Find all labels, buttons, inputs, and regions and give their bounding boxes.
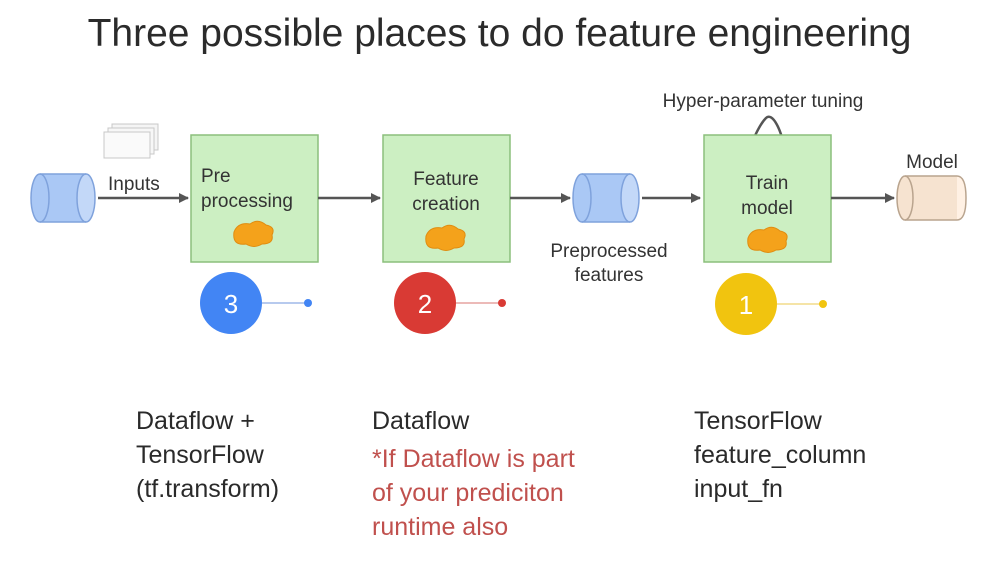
preprocessing-label-line1: Pre [201,166,231,187]
preprocessed-label-line2: features [575,265,644,286]
badge-2: 2 [394,272,506,334]
option-2-description: Dataflow *If Dataflow is part of your pr… [372,404,575,544]
option-3-line1: Dataflow + [136,407,255,435]
processing-blob-icon [747,226,788,253]
option-3-description: Dataflow + TensorFlow (tf.transform) [136,404,279,506]
processing-blob-icon [233,220,274,247]
option-2-note-line1: *If Dataflow is part [372,445,575,473]
option-1-description: TensorFlow feature_column input_fn [694,404,866,506]
preprocessed-label-line1: Preprocessed [550,241,667,262]
badge-number: 3 [224,289,238,319]
feature-creation-box: Feature creation [382,134,511,263]
option-2-title: Dataflow [372,407,470,435]
train-model-box: Train model [703,134,832,263]
option-1-line1: TensorFlow [694,407,822,435]
train-model-label-line1: Train [746,173,789,194]
hyperparameter-tuning-label: Hyper-parameter tuning [663,91,864,112]
model-label: Model [906,152,958,173]
slide-title: Three possible places to do feature engi… [87,12,912,55]
documents-icon [103,123,159,159]
badge-circle [200,272,262,334]
preprocessing-box: Pre processing [190,134,319,263]
option-2-note-line3: runtime also [372,513,509,541]
train-model-label-line2: model [741,198,793,219]
processing-blob-icon [425,224,466,251]
badge-number: 1 [739,290,753,320]
badge-3: 3 [200,272,312,334]
option-2-note-line2: of your prediciton [372,479,564,507]
inputs-label: Inputs [108,174,160,195]
option-3-line3: (tf.transform) [136,475,280,503]
option-3-line2: TensorFlow [136,441,264,469]
input-data-cylinder [30,173,96,223]
badge-1: 1 [715,273,827,335]
preprocessed-features-cylinder [572,173,640,223]
model-cylinder [896,175,967,221]
option-1-line3: input_fn [694,475,783,503]
preprocessing-label-line2: processing [201,191,293,212]
badge-number: 2 [418,289,432,319]
option-1-line2: feature_column [694,441,867,469]
feature-creation-label-line1: Feature [413,169,478,190]
feature-creation-label-line2: creation [412,194,480,215]
